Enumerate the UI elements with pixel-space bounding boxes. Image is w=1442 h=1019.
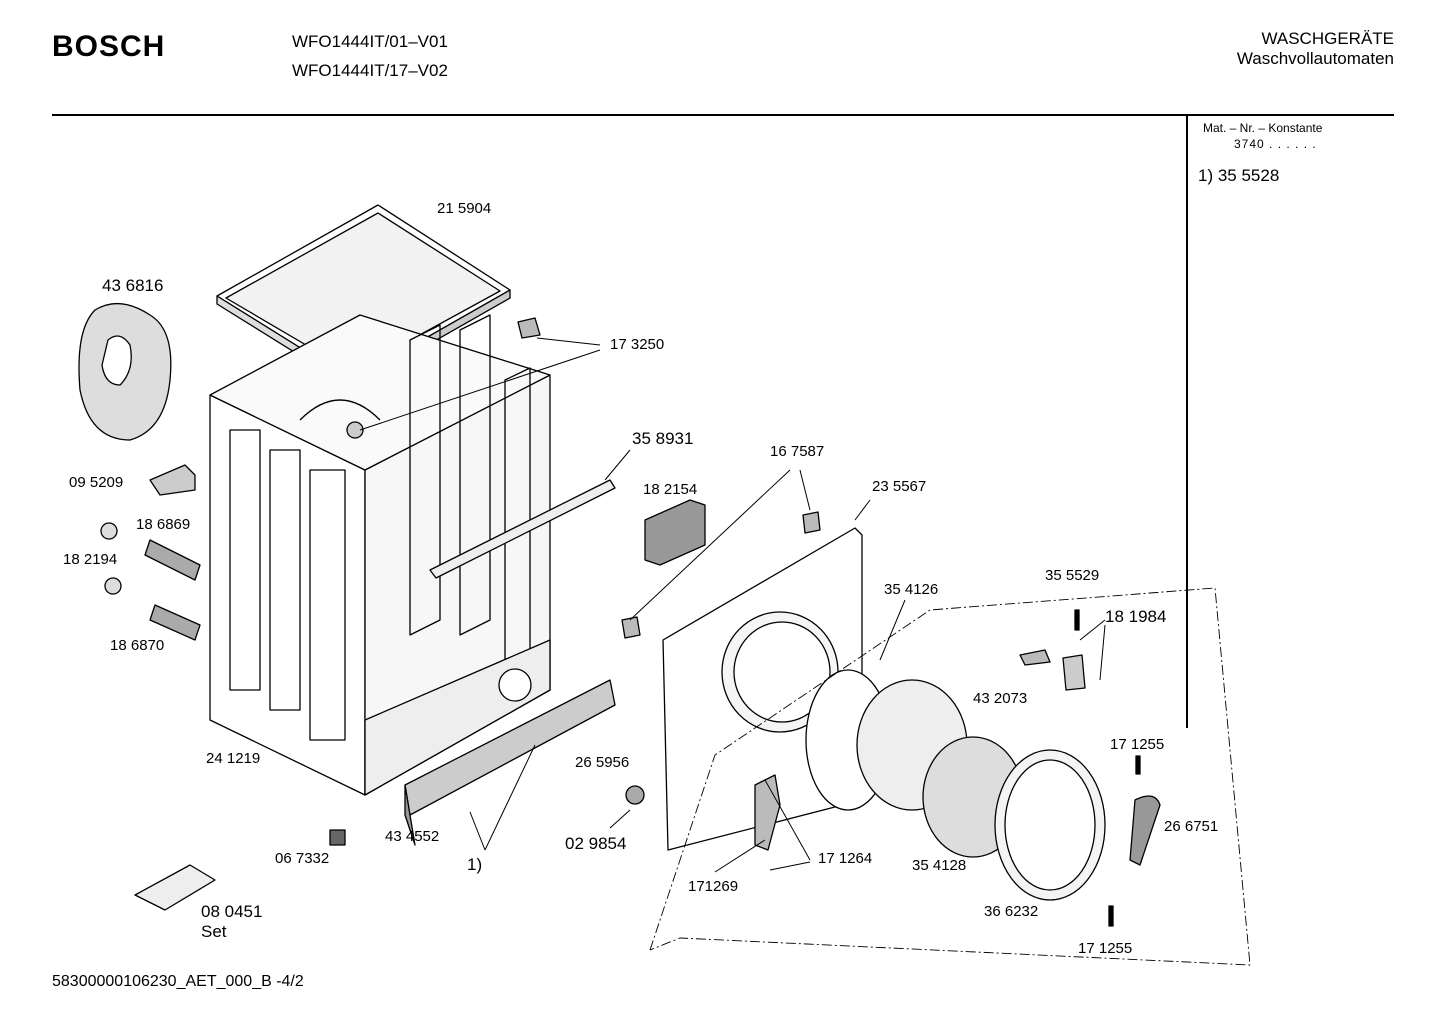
model-number-1: WFO1444IT/01–V01 xyxy=(292,32,448,51)
document-id: 58300000106230_AET_000_B -4/2 xyxy=(52,973,304,990)
latch-part xyxy=(1062,654,1086,691)
part-label: 18 2154 xyxy=(643,481,698,498)
clip-part-173250 xyxy=(517,317,541,339)
part-label: 1) xyxy=(467,855,483,874)
cross-brace-part xyxy=(429,479,616,579)
side-panel-divider xyxy=(1186,116,1188,728)
cap-part-upper xyxy=(100,522,118,540)
hinge-part-lower xyxy=(621,616,641,639)
part-label: 16 7587 xyxy=(770,443,825,460)
knob-part-029854 xyxy=(625,785,645,805)
part-label: 23 5567 xyxy=(872,478,927,495)
part-label: 26 6751 xyxy=(1164,818,1219,835)
material-constant: 3740 . . . . . . xyxy=(1234,137,1317,151)
header-divider xyxy=(52,114,1394,116)
part-label: 43 6816 xyxy=(102,276,164,295)
part-label: 06 7332 xyxy=(275,850,330,867)
part-label: 08 0451 xyxy=(201,902,263,921)
part-label: 24 1219 xyxy=(206,750,261,767)
part-label: 18 6869 xyxy=(136,516,191,533)
part-label: 171269 xyxy=(688,878,739,895)
subcategory-title: Waschvollautomaten xyxy=(1236,49,1394,68)
model-number-2: WFO1444IT/17–V02 xyxy=(292,61,448,80)
part-label: 17 1255 xyxy=(1110,736,1165,753)
bracket-part xyxy=(1019,649,1051,666)
part-label: 21 5904 xyxy=(437,200,492,217)
pin-part-171255-top xyxy=(1135,755,1141,775)
pin-part-171255-bottom xyxy=(1108,905,1114,927)
transport-lock-part xyxy=(134,864,216,911)
category-title: WASCHGERÄTE xyxy=(1261,29,1394,48)
hinge-part-167587 xyxy=(802,511,821,534)
part-label: 43 2073 xyxy=(973,690,1028,707)
material-number-label: Mat. – Nr. – Konstante xyxy=(1203,121,1323,135)
part-label: 17 3250 xyxy=(610,336,665,353)
pin-part-181984 xyxy=(1074,609,1080,631)
part-label: 36 6232 xyxy=(984,903,1039,920)
brand-logo: BOSCH xyxy=(52,30,166,63)
part-label: 35 4128 xyxy=(912,857,967,874)
rear-cover-part xyxy=(78,303,172,441)
door-lock-part xyxy=(644,499,706,566)
part-label: 26 5956 xyxy=(575,754,630,771)
part-label: 43 4552 xyxy=(385,828,440,845)
cabinet-part xyxy=(209,314,551,796)
part-label: 18 1984 xyxy=(1105,607,1167,626)
part-label: 17 1255 xyxy=(1078,940,1133,957)
part-label: 18 2194 xyxy=(63,551,118,568)
cap-part-lower xyxy=(104,577,122,595)
part-label: 35 5529 xyxy=(1045,567,1100,584)
shock-absorber-part-186870 xyxy=(149,604,201,641)
shock-absorber-part-186869 xyxy=(144,539,201,581)
door-handle-part xyxy=(1129,795,1161,866)
part-label: 02 9854 xyxy=(565,834,627,853)
part-label: 18 6870 xyxy=(110,637,165,654)
part-label: 35 8931 xyxy=(632,429,694,448)
part-label: 35 4126 xyxy=(884,581,939,598)
footnote-1: 1) 35 5528 xyxy=(1198,166,1280,185)
clip-part-095209 xyxy=(149,464,196,496)
part-label: 17 1264 xyxy=(818,850,873,867)
part-label: 09 5209 xyxy=(69,474,124,491)
hinge-bracket-part-171264 xyxy=(754,774,781,851)
foot-part-067332 xyxy=(329,829,346,846)
part-label: Set xyxy=(201,922,227,941)
